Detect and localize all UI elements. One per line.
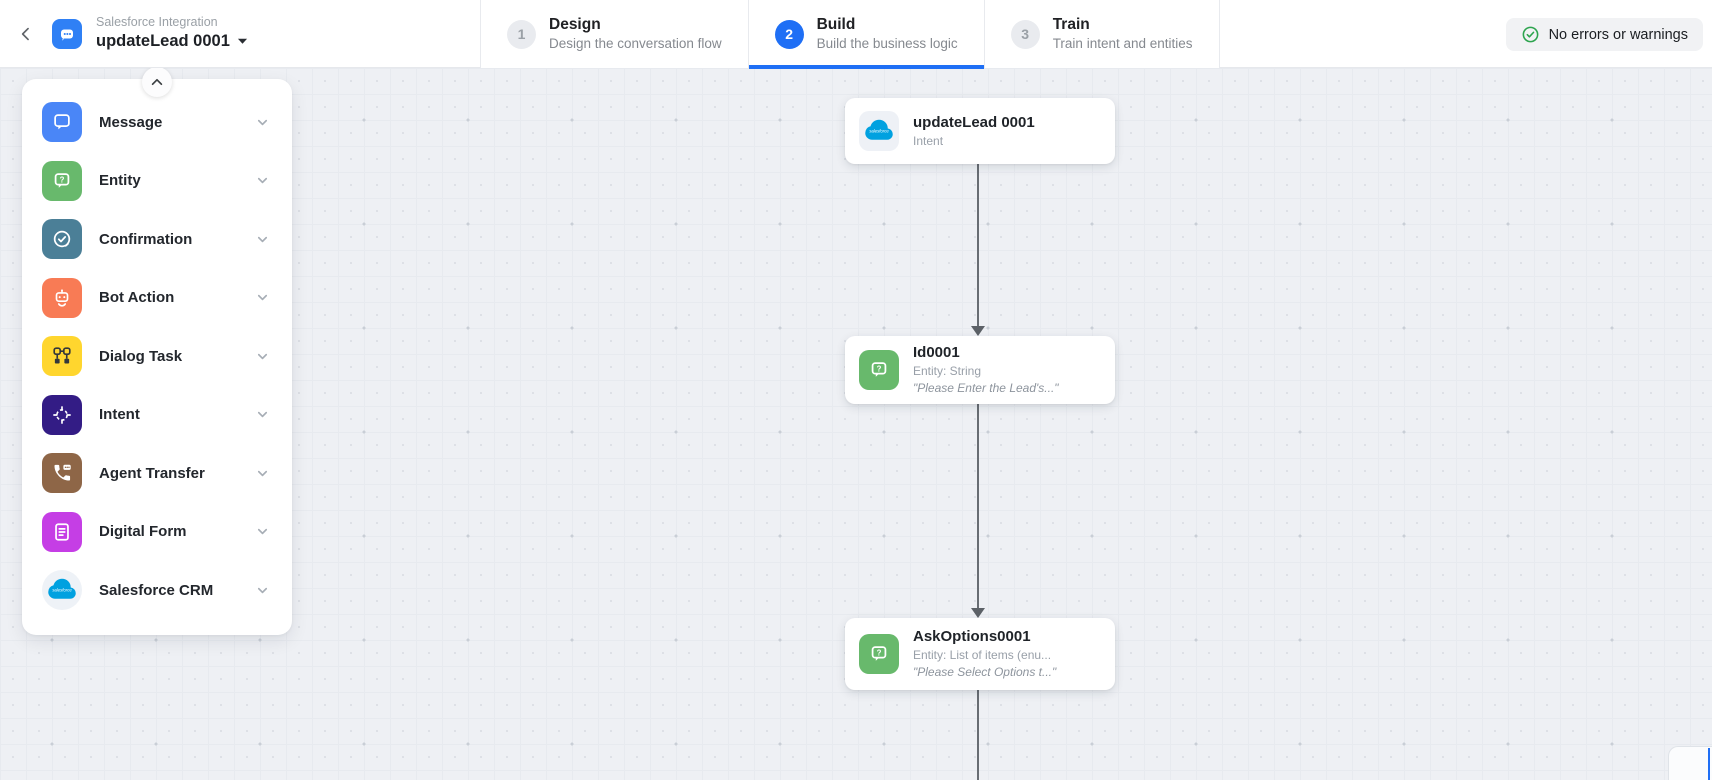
flow-node-updatelead-0001[interactable]: salesforce updateLead 0001 Intent [845,98,1115,164]
intent-icon [42,394,82,435]
svg-text:salesforce: salesforce [52,588,72,593]
svg-text:?: ? [60,175,65,184]
flow-canvas[interactable]: Message ? Entity Confirmation Bot Action [0,67,1712,780]
sidebar-item-label: Bot Action [99,289,175,307]
bot-action-icon [42,277,82,318]
chevron-down-icon[interactable] [255,407,270,422]
entity-icon: ? [859,634,899,674]
chevron-left-icon [21,27,29,40]
status-badge[interactable]: No errors or warnings [1505,18,1703,51]
header-left: Salesforce Integration updateLead 0001 [14,0,248,67]
flow-title-dropdown[interactable]: updateLead 0001 [96,31,248,52]
chevron-down-icon[interactable] [255,466,270,481]
connector-line [977,164,979,327]
sidebar-item-label: Confirmation [99,230,193,248]
bot-app-icon [52,18,82,49]
message-icon [42,102,82,143]
node-prompt-preview: "Please Select Options t..." [913,665,1057,679]
connector-line [977,404,979,609]
chevron-down-icon[interactable] [255,349,270,364]
chevron-up-icon [151,78,163,86]
chevron-down-icon[interactable] [255,232,270,247]
node-type-label: Entity: List of items (enu... [913,648,1052,662]
tab-design[interactable]: 1 Design Design the conversation flow [480,0,748,68]
dialog-task-icon [42,336,82,377]
check-circle-icon [1522,26,1538,43]
chevron-down-icon[interactable] [255,173,270,188]
salesforce-icon: salesforce [859,111,899,151]
confirmation-icon [42,219,82,260]
node-palette-sidebar: Message ? Entity Confirmation Bot Action [22,67,292,635]
sidebar-item-dialog-task[interactable]: Dialog Task [22,327,292,386]
sidebar-item-bot-action[interactable]: Bot Action [22,269,292,328]
sidebar-item-label: Digital Form [99,523,187,541]
node-title: Id0001 [913,344,960,361]
flow-node-askoptions0001[interactable]: ? AskOptions0001 Entity: List of items (… [845,618,1115,690]
node-prompt-preview: "Please Enter the Lead's..." [913,381,1059,395]
chevron-down-icon[interactable] [255,115,270,130]
sidebar-item-salesforce-crm[interactable]: salesforce Salesforce CRM [22,561,292,620]
salesforce-icon: salesforce [42,570,82,611]
sidebar-item-confirmation[interactable]: Confirmation [22,210,292,269]
entity-icon: ? [42,160,82,201]
sidebar-item-label: Entity [99,172,141,190]
sidebar-item-label: Intent [99,406,140,424]
step-tabs: 1 Design Design the conversation flow 2 … [480,0,1220,69]
tab-train[interactable]: 3 Train Train intent and entities [983,0,1220,68]
node-title: AskOptions0001 [913,628,1031,645]
tab-build[interactable]: 2 Build Build the business logic [747,0,984,69]
page-title: updateLead 0001 [96,32,230,50]
chevron-down-icon[interactable] [255,583,270,598]
connector-arrowhead [971,326,985,336]
svg-text:?: ? [877,648,882,657]
step-title: Train [1052,16,1090,34]
step-description: Train intent and entities [1052,36,1193,52]
entity-icon: ? [859,350,899,390]
step-number: 1 [507,19,536,49]
sidebar-item-label: Dialog Task [99,347,183,365]
sidebar-item-digital-form[interactable]: Digital Form [22,503,292,562]
sidebar-item-label: Agent Transfer [99,464,205,482]
node-type-label: Intent [913,133,944,148]
sidebar-item-label: Salesforce CRM [99,581,214,599]
minimap-panel[interactable] [1668,746,1712,780]
step-description: Design the conversation flow [549,36,722,52]
collapse-palette-button[interactable] [142,67,172,97]
back-button[interactable] [14,22,38,46]
chevron-down-icon[interactable] [255,524,270,539]
connector-arrowhead [971,608,985,618]
svg-text:salesforce: salesforce [869,129,889,134]
agent-transfer-icon [42,453,82,494]
svg-text:?: ? [877,364,882,373]
step-title: Design [549,16,601,34]
node-type-label: Entity: String [913,364,982,378]
node-title: updateLead 0001 [913,113,1035,131]
caret-down-icon [237,39,247,45]
digital-form-icon [42,511,82,552]
step-number: 3 [1010,19,1040,49]
chevron-down-icon[interactable] [255,290,270,305]
sidebar-item-intent[interactable]: Intent [22,386,292,445]
app-header: Salesforce Integration updateLead 0001 1… [0,0,1712,69]
sidebar-item-label: Message [99,113,163,131]
step-number: 2 [774,19,804,49]
status-text: No errors or warnings [1548,26,1688,43]
connector-line [977,690,979,780]
step-title: Build [816,16,856,34]
step-description: Build the business logic [816,36,958,52]
sidebar-item-entity[interactable]: ? Entity [22,152,292,211]
sidebar-item-agent-transfer[interactable]: Agent Transfer [22,444,292,503]
breadcrumb: Salesforce Integration [96,15,218,30]
sidebar-item-message[interactable]: Message [22,93,292,152]
title-block: Salesforce Integration updateLead 0001 [96,15,248,51]
flow-node-id0001[interactable]: ? Id0001 Entity: String "Please Enter th… [845,336,1115,404]
